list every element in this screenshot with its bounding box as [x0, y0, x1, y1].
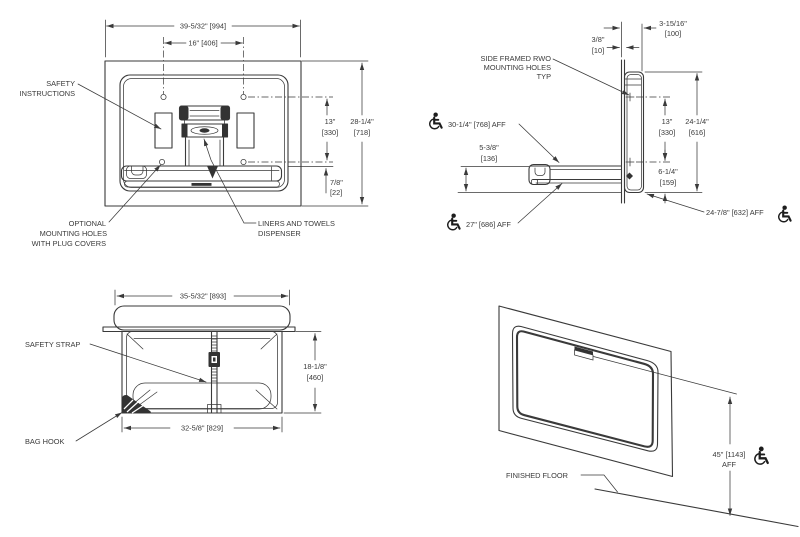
- top-dim-width: 35-5/32" [893]: [114, 289, 290, 306]
- floor-line: [594, 488, 799, 528]
- svg-text:[10]: [10]: [592, 46, 604, 55]
- svg-text:SAFETY STRAP: SAFETY STRAP: [25, 340, 80, 349]
- front-view: 39-5/32" [994] 16" [406] 13" [330] 28-1/…: [20, 19, 374, 248]
- front-dim-hole-vertical: 13" [330]: [322, 98, 338, 161]
- svg-text:SIDE FRAMED RWO: SIDE FRAMED RWO: [481, 54, 552, 63]
- svg-text:[22]: [22]: [330, 188, 342, 197]
- svg-text:45" [1143]: 45" [1143]: [713, 450, 746, 459]
- svg-text:MOUNTING HOLES: MOUNTING HOLES: [40, 229, 107, 238]
- perspective-view: 45" [1143] AFF FINISHED FLOOR: [498, 305, 799, 528]
- open-tray-view: 35-5/32" [893] SAFETY STRAP 18-1/8" [460…: [25, 289, 327, 446]
- svg-text:13": 13": [662, 117, 673, 126]
- label-safety-instructions: SAFETY INSTRUCTIONS: [20, 79, 162, 130]
- side-dim-aff-box: 24-7/8" [632] AFF: [646, 193, 792, 223]
- front-view-outline: [104, 60, 302, 207]
- svg-text:[100]: [100]: [665, 29, 681, 38]
- svg-text:24-7/8" [632] AFF: 24-7/8" [632] AFF: [706, 208, 764, 217]
- svg-text:AFF: AFF: [722, 460, 736, 469]
- svg-text:LINERS AND TOWELS: LINERS AND TOWELS: [258, 219, 335, 228]
- wheelchair-icon: [446, 212, 461, 231]
- front-hole-spacing-dim: 16" [406]: [188, 39, 217, 48]
- top-dim-inner-width: 32-5/8" [829]: [121, 416, 283, 433]
- label-safety-strap: SAFETY STRAP: [25, 340, 207, 383]
- label-rwo-mounting-holes: SIDE FRAMED RWO MOUNTING HOLES TYP: [481, 54, 630, 96]
- svg-text:[616]: [616]: [689, 128, 705, 137]
- svg-text:30-1/4" [768] AFF: 30-1/4" [768] AFF: [448, 120, 506, 129]
- wheelchair-icon: [753, 445, 769, 466]
- tray-outline: [102, 305, 296, 414]
- svg-text:[718]: [718]: [354, 128, 370, 137]
- svg-text:27" [686] AFF: 27" [686] AFF: [466, 220, 511, 229]
- svg-text:32-5/8" [829]: 32-5/8" [829]: [181, 424, 223, 433]
- side-wall-and-box: [620, 59, 645, 204]
- svg-text:5-3/8": 5-3/8": [479, 143, 499, 152]
- svg-text:BAG HOOK: BAG HOOK: [25, 437, 64, 446]
- svg-text:[330]: [330]: [659, 128, 675, 137]
- label-optional-mounting-holes: OPTIONAL MOUNTING HOLES WITH PLUG COVERS: [32, 164, 161, 248]
- side-dim-height: 24-1/4" [616]: [644, 71, 709, 192]
- perspective-door-inner: [515, 330, 655, 448]
- svg-text:SAFETY: SAFETY: [46, 79, 75, 88]
- svg-text:FINISHED FLOOR: FINISHED FLOOR: [506, 471, 568, 480]
- label-bag-hook: BAG HOOK: [25, 412, 123, 446]
- svg-text:7/8": 7/8": [330, 178, 343, 187]
- front-dim-lip: 7/8" [22]: [287, 166, 343, 197]
- svg-text:INSTRUCTIONS: INSTRUCTIONS: [20, 89, 76, 98]
- svg-text:18-1/8": 18-1/8": [303, 362, 327, 371]
- safety-strap-graphic: [207, 330, 222, 414]
- side-dim-hole-vertical: 13" [330]: [659, 98, 675, 161]
- side-dim-panel: 3/8" [10]: [592, 35, 640, 55]
- pivot-marker: [626, 172, 633, 180]
- perspective-panel: [498, 305, 674, 478]
- side-dim-tray-depth: 5-3/8" [136]: [460, 143, 530, 192]
- perspective-door-outer: [511, 325, 659, 452]
- side-dim-recess: 3-15/16" [100]: [603, 19, 687, 72]
- front-safety-card: [154, 112, 255, 149]
- side-mounting-holes: [625, 92, 672, 180]
- svg-text:3-15/16": 3-15/16": [659, 19, 687, 28]
- svg-text:[159]: [159]: [660, 178, 676, 187]
- svg-text:[460]: [460]: [307, 373, 323, 382]
- table-latch: [207, 166, 218, 179]
- svg-text:DISPENSER: DISPENSER: [258, 229, 301, 238]
- side-view: 3-15/16" [100] 3/8" [10] SIDE FRAMED RWO…: [428, 19, 792, 231]
- perspective-dim-aff: 45" [1143] AFF: [713, 396, 769, 516]
- front-dim-width: 39-5/32" [994]: [105, 19, 301, 58]
- wheelchair-icon: [428, 111, 443, 130]
- svg-text:[330]: [330]: [322, 128, 338, 137]
- door-latch: [574, 346, 594, 361]
- side-dim-aff-under: 27" [686] AFF: [446, 183, 563, 231]
- front-width-dim: 39-5/32" [994]: [180, 22, 226, 31]
- label-finished-floor: FINISHED FLOOR: [506, 471, 618, 493]
- svg-text:3/8": 3/8": [592, 35, 605, 44]
- side-open-table: [528, 163, 622, 186]
- svg-text:WITH PLUG COVERS: WITH PLUG COVERS: [32, 239, 106, 248]
- front-dim-height: 28-1/4" [718]: [301, 60, 374, 207]
- side-dim-lower: 6-1/4" [159]: [658, 149, 678, 204]
- svg-text:6-1/4": 6-1/4": [658, 167, 678, 176]
- wheelchair-icon: [777, 204, 792, 223]
- svg-text:35-5/32" [893]: 35-5/32" [893]: [180, 292, 226, 301]
- projection-line: [593, 356, 737, 395]
- front-dim-hole-spacing: 16" [406]: [164, 39, 243, 48]
- svg-text:[136]: [136]: [481, 154, 497, 163]
- folded-table-edge: [120, 165, 283, 188]
- front-mounting-holes: [159, 37, 333, 165]
- label-liners-dispenser: LINERS AND TOWELS DISPENSER: [203, 138, 335, 238]
- svg-text:24-1/4": 24-1/4": [685, 117, 709, 126]
- svg-text:13": 13": [325, 117, 336, 126]
- svg-text:28-1/4": 28-1/4": [350, 117, 374, 126]
- top-dim-depth: 18-1/8" [460]: [283, 331, 327, 414]
- liners-dispenser-graphic: [178, 105, 231, 167]
- svg-text:MOUNTING HOLES: MOUNTING HOLES: [484, 63, 551, 72]
- side-dim-aff-surface: 30-1/4" [768] AFF: [428, 111, 560, 163]
- svg-text:OPTIONAL: OPTIONAL: [69, 219, 106, 228]
- svg-text:TYP: TYP: [537, 72, 551, 81]
- bag-hook-graphic: [122, 394, 151, 414]
